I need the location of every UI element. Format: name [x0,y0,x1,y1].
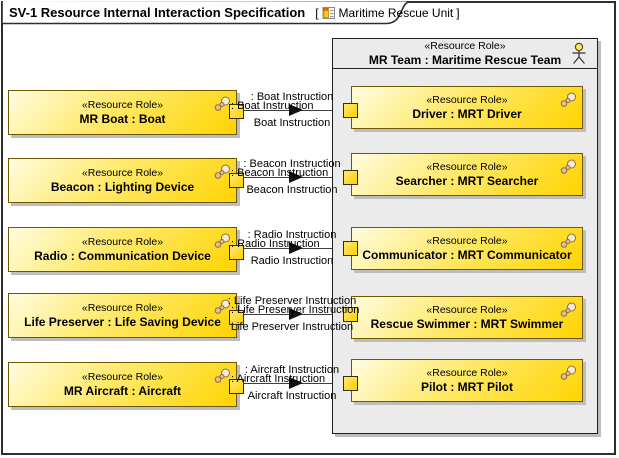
actor-icon [572,42,586,64]
box-searcher[interactable]: «Resource Role» Searcher : MRT Searcher [351,153,583,196]
resource-role-icon [560,365,576,380]
box-name: MR Boat : Boat [79,111,166,126]
connector-label-mid[interactable]: : Radio Instruction [231,238,320,250]
stereotype-label: «Resource Role» [426,160,508,173]
port-mr-boat[interactable] [229,104,244,119]
port-pilot[interactable] [343,376,358,391]
stereotype-label: «Resource Role» [426,366,508,379]
stereotype-label: «Resource Role» [81,301,164,314]
port-rescue-swimmer[interactable] [343,307,358,322]
diagram-type-icon: sv [322,6,335,19]
resource-role-icon [560,92,576,107]
diagram-title-tab [1,1,412,25]
box-name: Life Preserver : Life Saving Device [24,314,221,329]
box-communicator[interactable]: «Resource Role» Communicator : MRT Commu… [351,227,583,270]
connector-label-mid[interactable]: : Life Preserver Instruction [231,304,360,316]
connector-label-top[interactable]: : Life Preserver Instruction [227,295,357,307]
arrowhead-icon [289,171,303,183]
connector-label-bottom[interactable]: Boat Instruction [253,117,331,129]
arrowhead-icon [289,104,303,116]
box-pilot[interactable]: «Resource Role» Pilot : MRT Pilot [351,359,583,402]
resource-role-icon [560,159,576,174]
port-communicator[interactable] [343,241,358,256]
box-name: Communicator : MRT Communicator [362,247,572,262]
stereotype-label: «Resource Role» [426,93,508,106]
bracket-close: ] [456,5,460,20]
stereotype-label: «Resource Role» [426,234,508,247]
connector-label-top[interactable]: : Aircraft Instruction [244,364,340,376]
connector-label-bottom[interactable]: Aircraft Instruction [247,390,337,402]
connector-label-mid[interactable]: : Boat Instruction [231,100,314,112]
box-name: Pilot : MRT Pilot [421,379,513,394]
port-mr-aircraft[interactable] [229,379,244,394]
port-life-preserver[interactable] [229,310,244,325]
arrowhead-icon [289,377,303,389]
resource-role-icon [214,299,230,314]
diagram-context-name[interactable]: Maritime Rescue Unit [338,5,454,20]
resource-role-icon [560,233,576,248]
box-name: Searcher : MRT Searcher [395,173,539,188]
box-name: Driver : MRT Driver [412,106,522,121]
box-driver[interactable]: «Resource Role» Driver : MRT Driver [351,86,583,129]
box-radio[interactable]: «Resource Role» Radio : Communication De… [8,227,237,272]
box-beacon[interactable]: «Resource Role» Beacon : Lighting Device [8,158,237,203]
mr-team-stereotype: «Resource Role» [424,39,506,52]
resource-role-icon [214,233,230,248]
stereotype-label: «Resource Role» [426,303,508,316]
diagram-title: SV-1 Resource Internal Interaction Speci… [9,5,460,20]
connector-label-top[interactable]: : Beacon Instruction [243,158,341,170]
resource-role-icon [214,368,230,383]
bracket-open: [ [315,5,319,20]
resource-role-icon [214,96,230,111]
box-name: Radio : Communication Device [34,248,211,263]
connector-label-top[interactable]: : Boat Instruction [250,91,334,103]
mr-team-header: «Resource Role» MR Team : Maritime Rescu… [333,39,597,69]
port-driver[interactable] [343,103,358,118]
port-searcher[interactable] [343,170,358,185]
stereotype-label: «Resource Role» [81,166,164,179]
connector-label-bottom[interactable]: Beacon Instruction [246,184,338,196]
box-mr-aircraft[interactable]: «Resource Role» MR Aircraft : Aircraft [8,362,237,407]
port-beacon[interactable] [229,173,244,188]
box-mr-boat[interactable]: «Resource Role» MR Boat : Boat [8,90,237,135]
connector-label-bottom[interactable]: Life Preserver Instruction [230,321,354,333]
stereotype-label: «Resource Role» [81,235,164,248]
arrowhead-icon [289,242,303,254]
connector-label-top[interactable]: : Radio Instruction [247,229,337,241]
box-name: Rescue Swimmer : MRT Swimmer [370,316,564,331]
stereotype-label: «Resource Role» [81,370,164,383]
connector-label-mid[interactable]: : Beacon Instruction [231,167,329,179]
mr-team-name: MR Team : Maritime Rescue Team [368,52,562,67]
diagram-title-text: SV-1 Resource Internal Interaction Speci… [9,5,306,20]
box-life-preserver[interactable]: «Resource Role» Life Preserver : Life Sa… [8,293,237,338]
box-rescue-swimmer[interactable]: «Resource Role» Rescue Swimmer : MRT Swi… [351,296,583,339]
resource-role-icon [560,302,576,317]
resource-role-icon [214,164,230,179]
box-name: MR Aircraft : Aircraft [63,383,182,398]
arrowhead-icon [289,308,303,320]
connector-label-mid[interactable]: : Aircraft Instruction [231,373,326,385]
stereotype-label: «Resource Role» [81,98,164,111]
box-name: Beacon : Lighting Device [50,179,195,194]
connector-label-bottom[interactable]: Radio Instruction [250,255,334,267]
port-radio[interactable] [229,245,244,260]
svg-text:sv: sv [323,7,329,13]
